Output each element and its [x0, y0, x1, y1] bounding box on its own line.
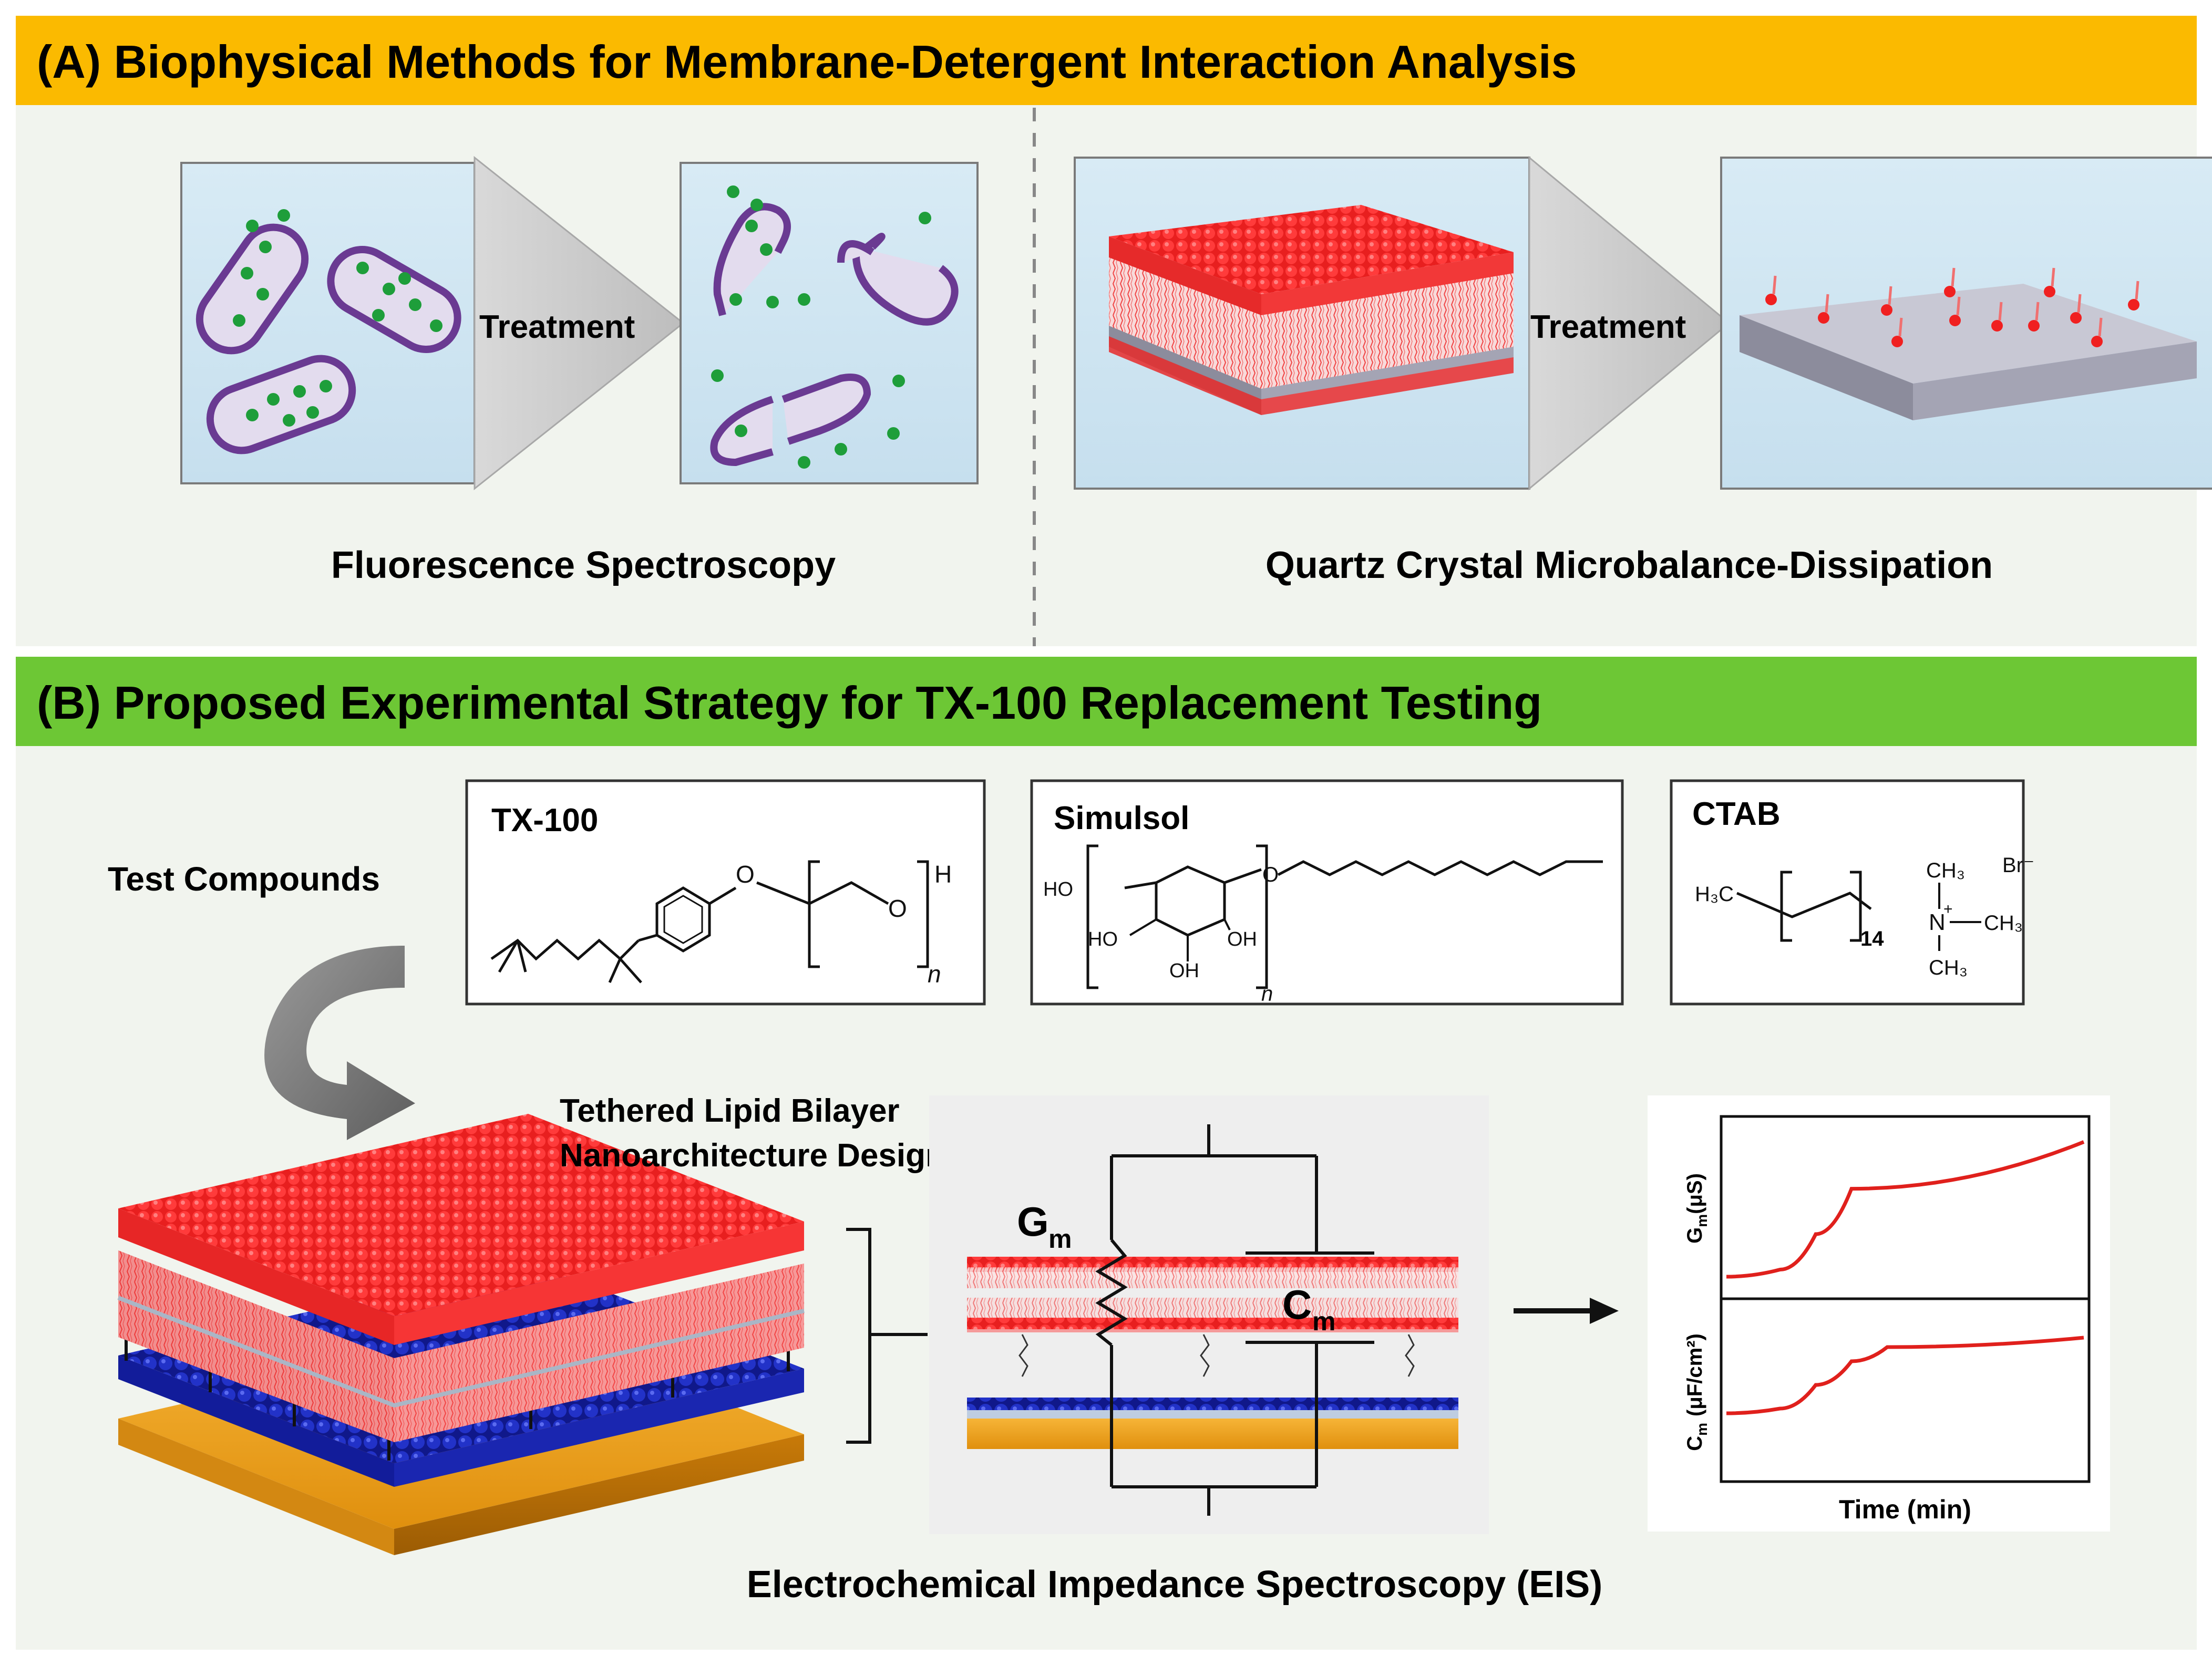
treatment-label-left: Treatment	[479, 309, 635, 345]
eis-caption: Electrochemical Impedance Spectroscopy (…	[747, 1564, 1603, 1606]
fluorescence-caption: Fluorescence Spectroscopy	[331, 544, 836, 586]
curved-arrow-icon	[264, 946, 415, 1140]
simulsol-structure: Simulsol HO HO OH OH O n	[1030, 779, 1624, 1006]
tblm-label-line1: Tethered Lipid Bilayer	[560, 1093, 900, 1129]
cm-curve	[1726, 1336, 2084, 1415]
lipid-bilayer-icon	[1109, 205, 1514, 294]
svg-text:CH₃: CH₃	[1929, 956, 1968, 979]
svg-text:Gm(μS): Gm(μS)	[1683, 1173, 1710, 1244]
ctab-name: CTAB	[1692, 796, 1781, 832]
panel-b-header-bar	[16, 657, 2197, 746]
right-arrow-icon	[1514, 1298, 1619, 1324]
bracket-connector	[846, 1228, 928, 1444]
bacteria-after-panel	[680, 162, 979, 484]
bacterium-icon	[327, 246, 461, 353]
svg-text:HO: HO	[1043, 878, 1073, 901]
gm-curve	[1726, 1140, 2085, 1279]
svg-text:OH: OH	[1169, 960, 1199, 982]
tx100-name: TX-100	[491, 802, 598, 839]
bacteria-before-panel	[180, 162, 476, 484]
svg-text:O: O	[1262, 863, 1279, 886]
svg-text:+: +	[1943, 901, 1953, 918]
svg-text:CH₃: CH₃	[1926, 859, 1965, 882]
eis-graph: Gm(μS) Cm(μF/cm²) Time (min)	[1648, 1095, 2110, 1532]
tethered-bilayer-icon	[117, 1114, 805, 1555]
ctab-structure: CTAB H₃C 14 N + CH₃ CH₃ CH₃ Br⁻	[1670, 779, 2034, 1006]
panel-a-title: (A) Biophysical Methods for Membrane-Det…	[37, 36, 1577, 88]
panel-b-title: (B) Proposed Experimental Strategy for T…	[37, 677, 1542, 729]
panel-a-header-bar	[16, 16, 2197, 105]
treatment-arrow-left	[474, 156, 685, 491]
qcmd-after-panel	[1720, 157, 2212, 490]
lysed-bacterium-icon	[852, 246, 959, 326]
svg-text:N: N	[1929, 909, 1946, 935]
equivalent-circuit: G m C m	[929, 1095, 1489, 1534]
svg-text:HO: HO	[1088, 928, 1118, 950]
tx100-structure: TX-100 O O H n	[465, 779, 986, 1006]
test-compounds-label: Test Compounds	[108, 860, 380, 898]
gm-axis-label: G	[1683, 1227, 1706, 1244]
qcmd-before-panel	[1074, 157, 1530, 490]
svg-text:H: H	[934, 861, 952, 888]
cm-symbol: C	[1282, 1281, 1312, 1328]
treatment-arrow-right	[1528, 156, 1731, 491]
svg-text:m: m	[1312, 1307, 1335, 1336]
svg-text:Cm(μF/cm²): Cm(μF/cm²)	[1683, 1333, 1710, 1451]
svg-text:CH₃: CH₃	[1984, 912, 2023, 935]
bacterium-icon	[206, 355, 356, 454]
qcmd-caption: Quartz Crystal Microbalance-Dissipation	[1266, 544, 1993, 586]
tx100-oxygen: O	[736, 861, 755, 888]
simulsol-name: Simulsol	[1054, 800, 1189, 836]
svg-text:m: m	[1048, 1224, 1072, 1254]
lysed-bacterium-icon	[713, 203, 791, 316]
residual-lipid-icon	[1765, 267, 2139, 347]
svg-text:OH: OH	[1227, 928, 1257, 950]
lipid-row	[967, 1257, 1458, 1329]
cm-axis-label: C	[1683, 1436, 1706, 1451]
tx100-subscript: n	[928, 960, 941, 988]
time-axis-label: Time (min)	[1839, 1495, 1971, 1524]
tx100-oxygen-2: O	[888, 895, 907, 922]
svg-text:H₃C: H₃C	[1695, 883, 1734, 906]
ctab-subscript: 14	[1860, 927, 1884, 950]
bacterium-icon	[196, 209, 309, 355]
treatment-label-right: Treatment	[1530, 309, 1686, 345]
simulsol-subscript: n	[1261, 982, 1273, 1006]
svg-text:Br⁻: Br⁻	[2002, 854, 2034, 877]
gm-symbol: G	[1017, 1198, 1049, 1245]
tblm-label-line2: Nanoarchitecture Design	[560, 1137, 945, 1174]
